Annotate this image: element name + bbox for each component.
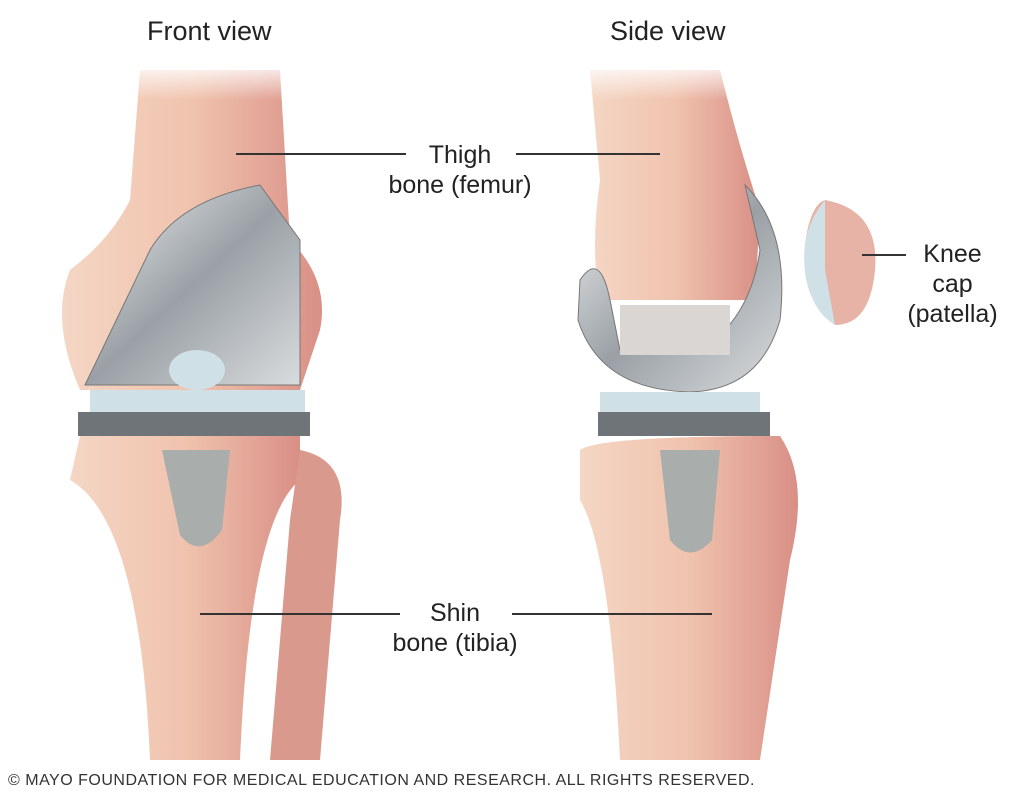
thigh-leader-left xyxy=(236,153,406,155)
knee-cap-label: Knee cap (patella) xyxy=(895,239,1010,329)
shin-label-line1: Shin xyxy=(429,599,481,627)
side-view-title: Side view xyxy=(610,16,726,46)
front-tibia-implant xyxy=(78,390,310,436)
thigh-leader-right xyxy=(516,153,660,155)
knee-label-line3: (patella) xyxy=(907,300,998,328)
front-tibia xyxy=(70,436,342,760)
shin-label-line2: bone (tibia) xyxy=(392,629,518,657)
shin-leader-right xyxy=(512,613,712,615)
side-tibia-implant xyxy=(598,392,770,436)
thigh-bone-label: Thigh bone (femur) xyxy=(360,140,560,200)
copyright-notice: © MAYO FOUNDATION FOR MEDICAL EDUCATION … xyxy=(8,772,755,789)
front-view-title: Front view xyxy=(147,16,272,46)
side-tibia xyxy=(580,436,798,760)
shin-bone-label: Shin bone (tibia) xyxy=(355,598,555,658)
side-patella xyxy=(804,200,876,325)
knee-cap-leader xyxy=(862,254,906,256)
thigh-label-line1: Thigh xyxy=(428,141,492,169)
knee-label-line2: cap xyxy=(932,270,973,298)
shin-leader-left xyxy=(200,613,400,615)
side-femur xyxy=(577,70,783,393)
knee-label-line1: Knee xyxy=(923,240,982,268)
front-femur xyxy=(62,70,322,390)
thigh-label-line2: bone (femur) xyxy=(388,171,532,199)
